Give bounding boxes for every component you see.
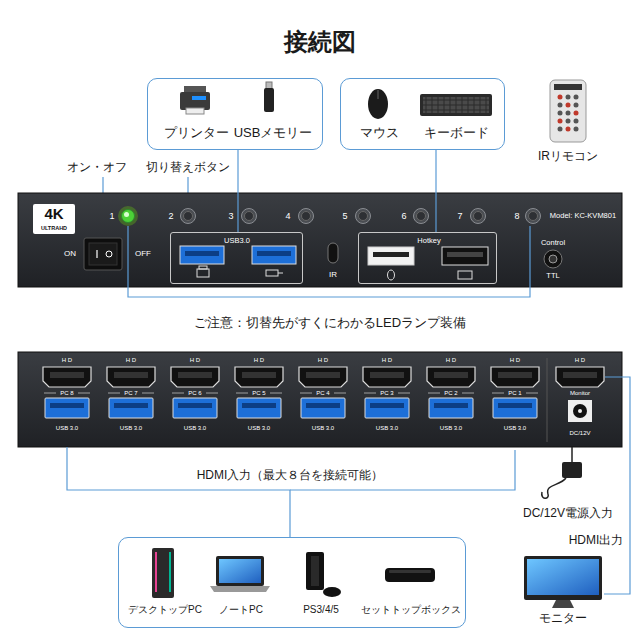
port-label: H D: [190, 357, 200, 364]
panel-label: Model: KC-KVM801: [550, 212, 616, 221]
remote-icon: [550, 80, 586, 142]
port-label: USB 3.0: [504, 425, 526, 432]
panel-label: Control: [541, 239, 565, 248]
port-label: PC 8: [60, 390, 73, 397]
device-name: マウス: [360, 126, 399, 141]
port-label: USB 3.0: [376, 425, 398, 432]
annotation-label: ご注意：切替先がすくにわかるLEDランプ装備: [194, 316, 466, 331]
port-label: USB 3.0: [184, 425, 206, 432]
annotation-label: モニター: [539, 612, 587, 626]
port-group: Hotkey: [358, 232, 497, 284]
port-label: PC 2: [444, 390, 457, 397]
panel-label: OFF: [135, 249, 151, 258]
diagram-title: 接続図: [284, 28, 356, 56]
panel-label: 1: [109, 211, 114, 221]
leader-lines: [103, 177, 188, 236]
device-name: ノートPC: [219, 604, 263, 616]
port-label: H D: [318, 357, 328, 364]
port-label: PC 6: [188, 390, 201, 397]
port-label: H D: [126, 357, 136, 364]
device-icons: [152, 548, 435, 598]
rear-panel-body: [18, 352, 622, 447]
panel-label: IR: [329, 270, 337, 279]
device-name: セットトップボックス: [361, 604, 461, 616]
rear-panel: H D PC 8 USB 3.0 H D PC 7 USB 3.0 H D PC 6 USB 3…: [18, 352, 622, 447]
logo-text: 4K: [44, 205, 63, 222]
port-label: USB 3.0: [120, 425, 142, 432]
usb-stick-icon: [264, 82, 274, 112]
panel-label: TTL: [546, 272, 559, 281]
led-bracket: [128, 226, 530, 297]
panel-label: 5: [342, 211, 347, 221]
front-panel-body: [18, 193, 622, 287]
panel-label: 7: [457, 211, 462, 221]
annotation-label: IRリモコン: [538, 150, 598, 164]
annotation-label: 切り替えボタン: [146, 161, 230, 175]
annotation-label: DC/12V電源入力: [523, 507, 613, 521]
panel-label: 4: [285, 211, 290, 221]
port-label: USB 3.0: [440, 425, 462, 432]
monitor-icon: [524, 556, 602, 608]
port-label: PC 3: [380, 390, 393, 397]
front-panel: 1 2 3 4 5 6 7 8ON OFF IR ControlTTL Model: KC-KVM80…: [18, 193, 622, 287]
port-label: H D: [254, 357, 264, 364]
device-name: デスクトップPC: [128, 604, 202, 616]
port-label: H D: [382, 357, 392, 364]
port-group: USB3.0: [170, 232, 303, 284]
edge-label: HDMI入力（最大８台を接続可能）: [194, 469, 387, 483]
port-group-label: USB3.0: [224, 237, 250, 246]
panel-label: 6: [401, 211, 406, 221]
mouse-icon: [368, 89, 388, 119]
port-label: USB 3.0: [312, 425, 334, 432]
logo-badge: 4K ULTRAHD: [33, 204, 75, 234]
power-adapter: [542, 447, 582, 498]
printer-icon: [180, 86, 210, 114]
port-group-label: Hotkey: [417, 237, 440, 246]
device-name: PS3/4/5: [303, 604, 339, 616]
annotation-label: オン・オフ: [67, 161, 127, 175]
panel-label: ON: [64, 249, 76, 258]
port-label: PC 5: [252, 390, 265, 397]
connector-line: [435, 150, 436, 232]
port-label: H D: [510, 357, 520, 364]
callout-box: マウス キーボード: [340, 78, 505, 150]
callout-box: プリンター USBメモリー: [147, 78, 323, 150]
port-label: PC 4: [316, 390, 329, 397]
connector-line: [67, 447, 290, 537]
port-label: H D: [575, 357, 585, 364]
port-label: PC 1: [508, 390, 521, 397]
port-label: H D: [446, 357, 456, 364]
logo-text: ULTRAHD: [41, 225, 67, 231]
output-line: [604, 377, 630, 594]
port-label: Monitor: [570, 390, 590, 397]
annotation-label: HDMI出力: [569, 534, 624, 548]
port-label: USB 3.0: [248, 425, 270, 432]
port-label: DC/12V: [569, 430, 590, 437]
connector-line: [237, 150, 238, 232]
device-box: デスクトップPC ノートPC PS3/4/5 セットトップボックス: [118, 537, 466, 628]
panel-label: 8: [514, 211, 519, 221]
panel-label: 2: [168, 211, 173, 221]
device-name: キーボード: [424, 126, 489, 141]
panel-label: 3: [228, 211, 233, 221]
port-label: USB 3.0: [56, 425, 78, 432]
device-name: プリンター: [164, 126, 229, 141]
device-name: USBメモリー: [234, 126, 313, 141]
port-label: H D: [62, 357, 72, 364]
keyboard-icon: [420, 94, 492, 116]
port-label: PC 7: [124, 390, 137, 397]
